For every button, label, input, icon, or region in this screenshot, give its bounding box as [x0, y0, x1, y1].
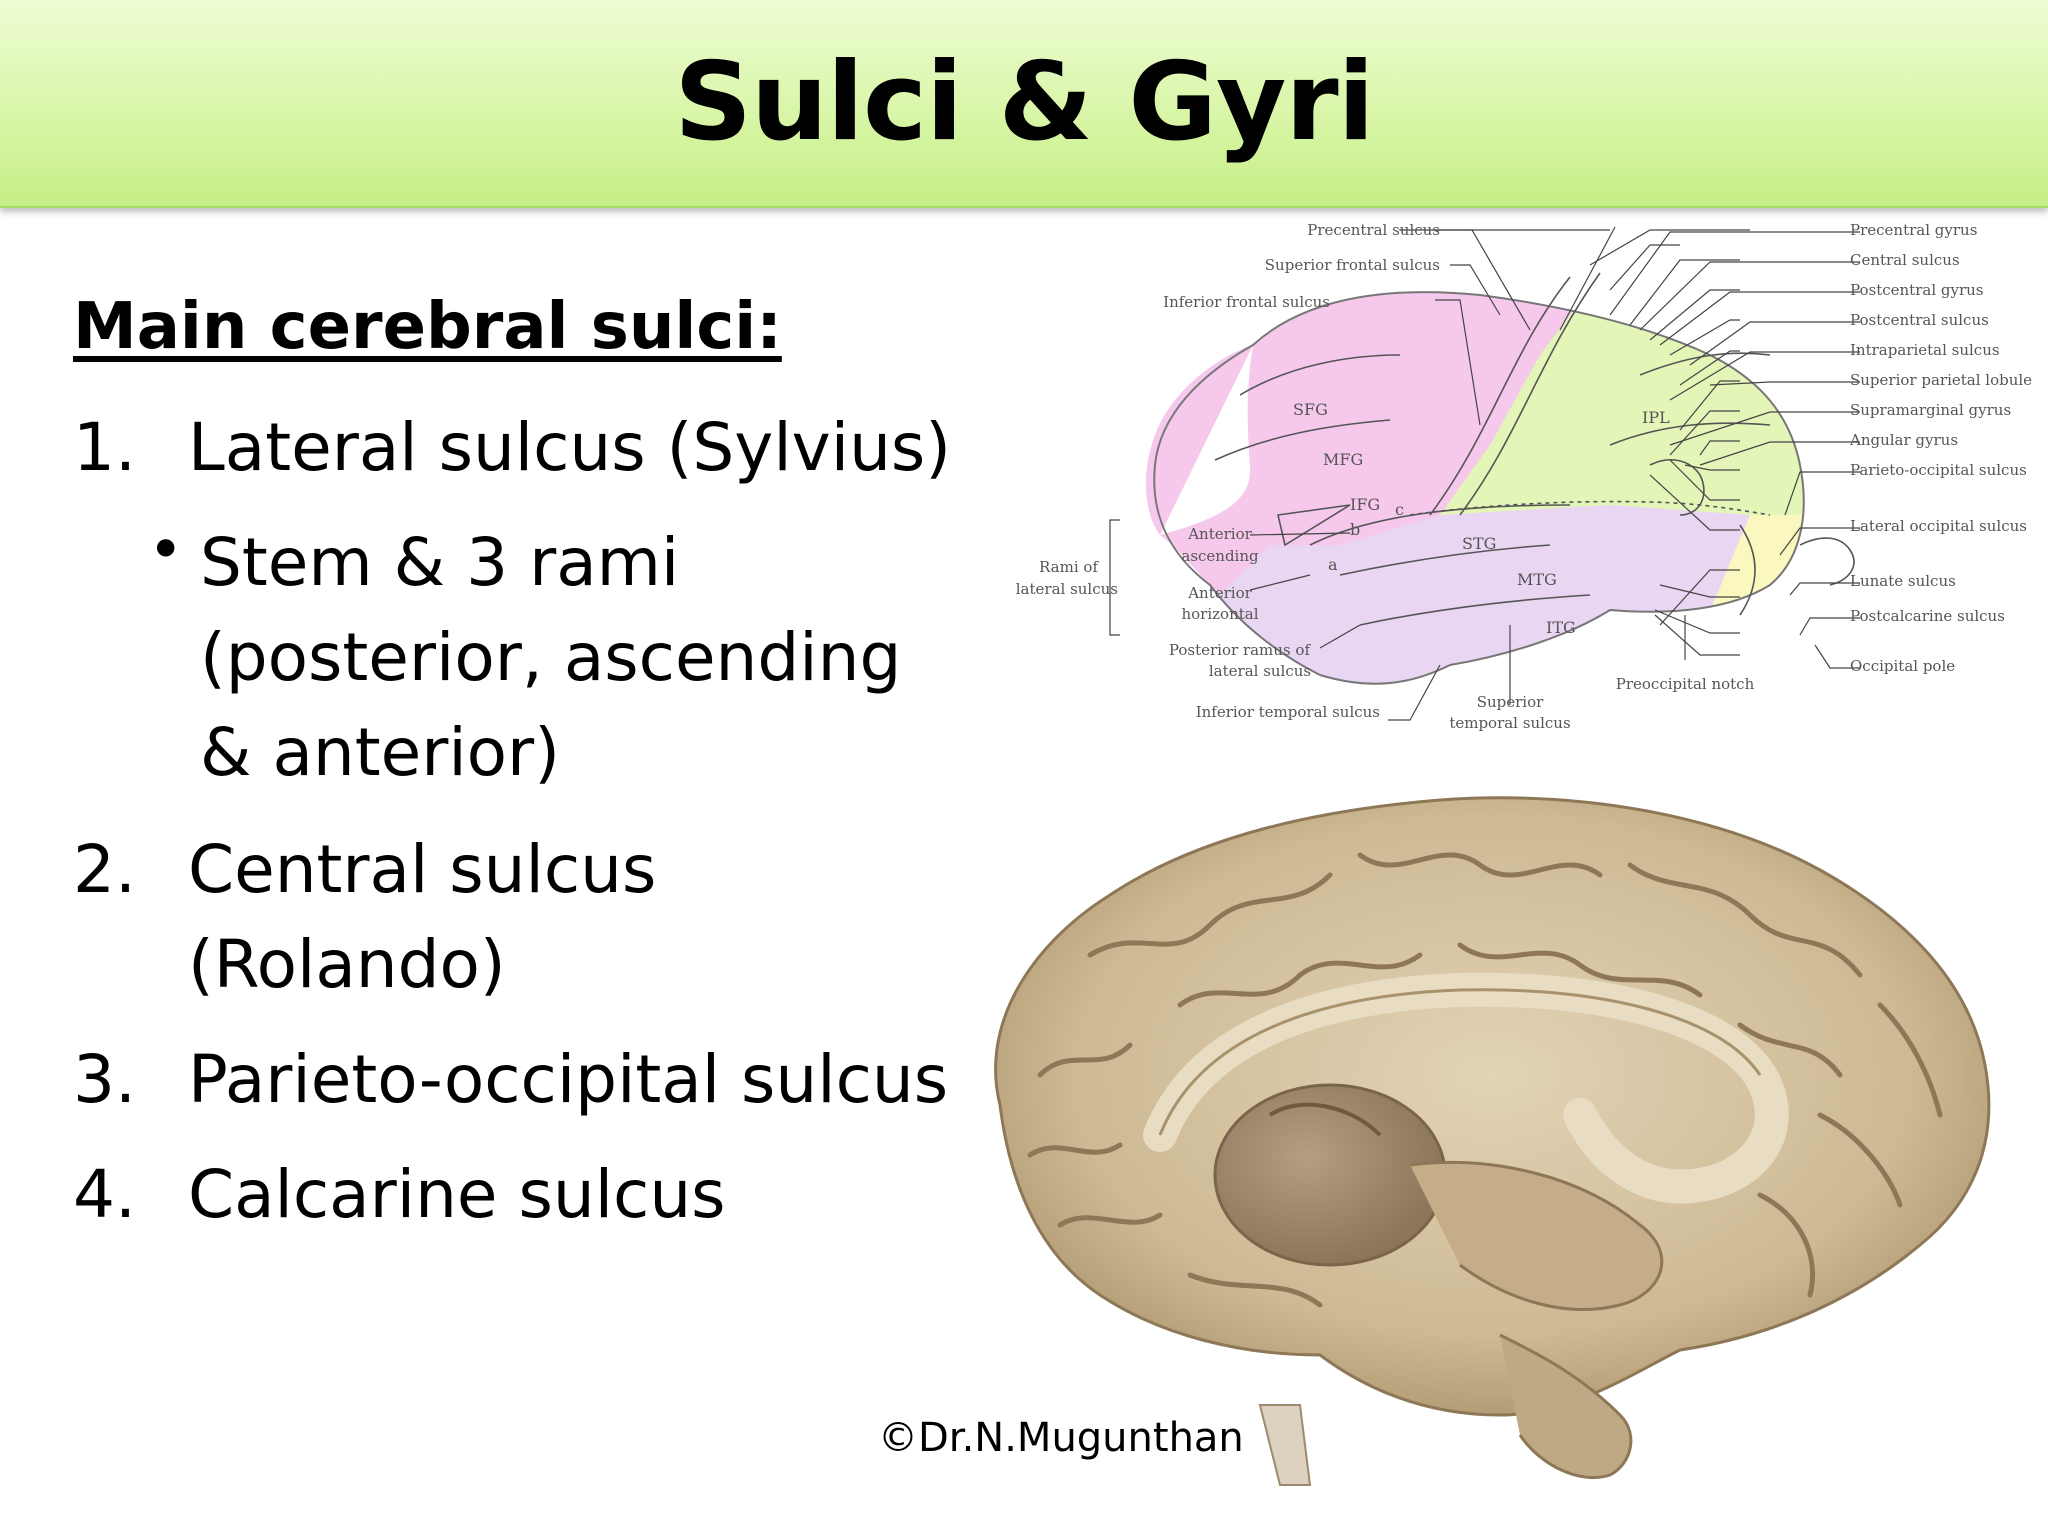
- left-labels: Precentral sulcus Superior frontal sulcu…: [1016, 221, 1755, 732]
- sub-bullet-line-3: & anterior): [200, 714, 560, 791]
- slide-title: Sulci & Gyri: [674, 40, 1374, 165]
- label-superior-temporal-1: Superior: [1477, 693, 1544, 711]
- label-b: b: [1350, 520, 1360, 539]
- label-postcentral-gyrus: Postcentral gyrus: [1850, 281, 1984, 299]
- label-superior-frontal-sulcus: Superior frontal sulcus: [1265, 256, 1440, 274]
- label-occipital-pole: Occipital pole: [1850, 657, 1955, 675]
- region-labels: SFG MFG IFG c b a IPL STG MTG ITG: [1293, 400, 1670, 637]
- item-number: 2.: [73, 831, 136, 908]
- label-ipl: IPL: [1642, 408, 1670, 427]
- label-angular-gyrus: Angular gyrus: [1849, 431, 1958, 449]
- item-number: 3.: [73, 1041, 136, 1118]
- title-bar: Sulci & Gyri: [0, 0, 2048, 208]
- item-number: 4.: [73, 1156, 136, 1233]
- label-central-sulcus: Central sulcus: [1850, 251, 1960, 269]
- label-rami-lateral-sulcus: lateral sulcus: [1016, 580, 1118, 598]
- label-parieto-occipital-sulcus: Parieto-occipital sulcus: [1850, 461, 2027, 479]
- leader-lines: [1109, 226, 1860, 721]
- label-intraparietal-sulcus: Intraparietal sulcus: [1850, 341, 2000, 359]
- label-postcentral-sulcus: Postcentral sulcus: [1850, 311, 1989, 329]
- label-stg: STG: [1462, 534, 1496, 553]
- label-anterior-ascending-2: ascending: [1181, 547, 1259, 565]
- item-text: Central sulcus: [188, 831, 657, 908]
- copyright-credit: ©Dr.N.Mugunthan: [878, 1415, 1244, 1461]
- label-mfg: MFG: [1323, 450, 1363, 469]
- label-itg: ITG: [1546, 618, 1576, 637]
- label-anterior-horizontal-2: horizontal: [1181, 605, 1258, 623]
- right-labels: Precentral gyrus Central sulcus Postcent…: [1849, 221, 2032, 675]
- label-rami-of: Rami of: [1039, 558, 1099, 576]
- label-superior-parietal-lobule: Superior parietal lobule: [1850, 371, 2032, 389]
- label-ifg: IFG: [1350, 495, 1380, 514]
- label-sfg: SFG: [1293, 400, 1328, 419]
- label-precentral-sulcus: Precentral sulcus: [1307, 221, 1440, 239]
- label-preoccipital-notch: Preoccipital notch: [1616, 675, 1755, 693]
- item-text: Calcarine sulcus: [188, 1156, 726, 1233]
- label-posterior-ramus-2: lateral sulcus: [1209, 662, 1311, 680]
- label-anterior-ascending-1: Anterior: [1187, 525, 1252, 543]
- label-postcalcarine-sulcus: Postcalcarine sulcus: [1850, 607, 2005, 625]
- label-precentral-gyrus: Precentral gyrus: [1850, 221, 1977, 239]
- item-text: (Rolando): [188, 926, 506, 1003]
- label-c: c: [1395, 500, 1404, 519]
- label-superior-temporal-2: temporal sulcus: [1449, 714, 1570, 732]
- label-posterior-ramus-1: Posterior ramus of: [1169, 641, 1312, 659]
- item-number: 1.: [73, 409, 136, 486]
- label-mtg: MTG: [1517, 570, 1557, 589]
- label-lunate-sulcus: Lunate sulcus: [1850, 572, 1956, 590]
- label-inferior-temporal-sulcus: Inferior temporal sulcus: [1196, 703, 1380, 721]
- medial-brain-photo: [994, 796, 1991, 1486]
- label-anterior-horizontal-1: Anterior: [1187, 584, 1252, 602]
- sub-bullet-line-1: Stem & 3 rami: [200, 524, 680, 601]
- item-text: Parieto-occipital sulcus: [188, 1041, 949, 1118]
- section-heading: Main cerebral sulci:: [73, 290, 782, 364]
- lateral-brain-diagram: SFG MFG IFG c b a IPL STG MTG ITG: [1016, 221, 2032, 732]
- label-lateral-occipital-sulcus: Lateral occipital sulcus: [1850, 517, 2027, 535]
- item-text: Lateral sulcus (Sylvius): [188, 409, 952, 486]
- sub-bullet-line-2: (posterior, ascending: [200, 619, 902, 696]
- label-supramarginal-gyrus: Supramarginal gyrus: [1850, 401, 2011, 419]
- bullet-glyph: •: [148, 515, 184, 585]
- label-inferior-frontal-sulcus: Inferior frontal sulcus: [1163, 293, 1330, 311]
- label-a: a: [1328, 555, 1338, 574]
